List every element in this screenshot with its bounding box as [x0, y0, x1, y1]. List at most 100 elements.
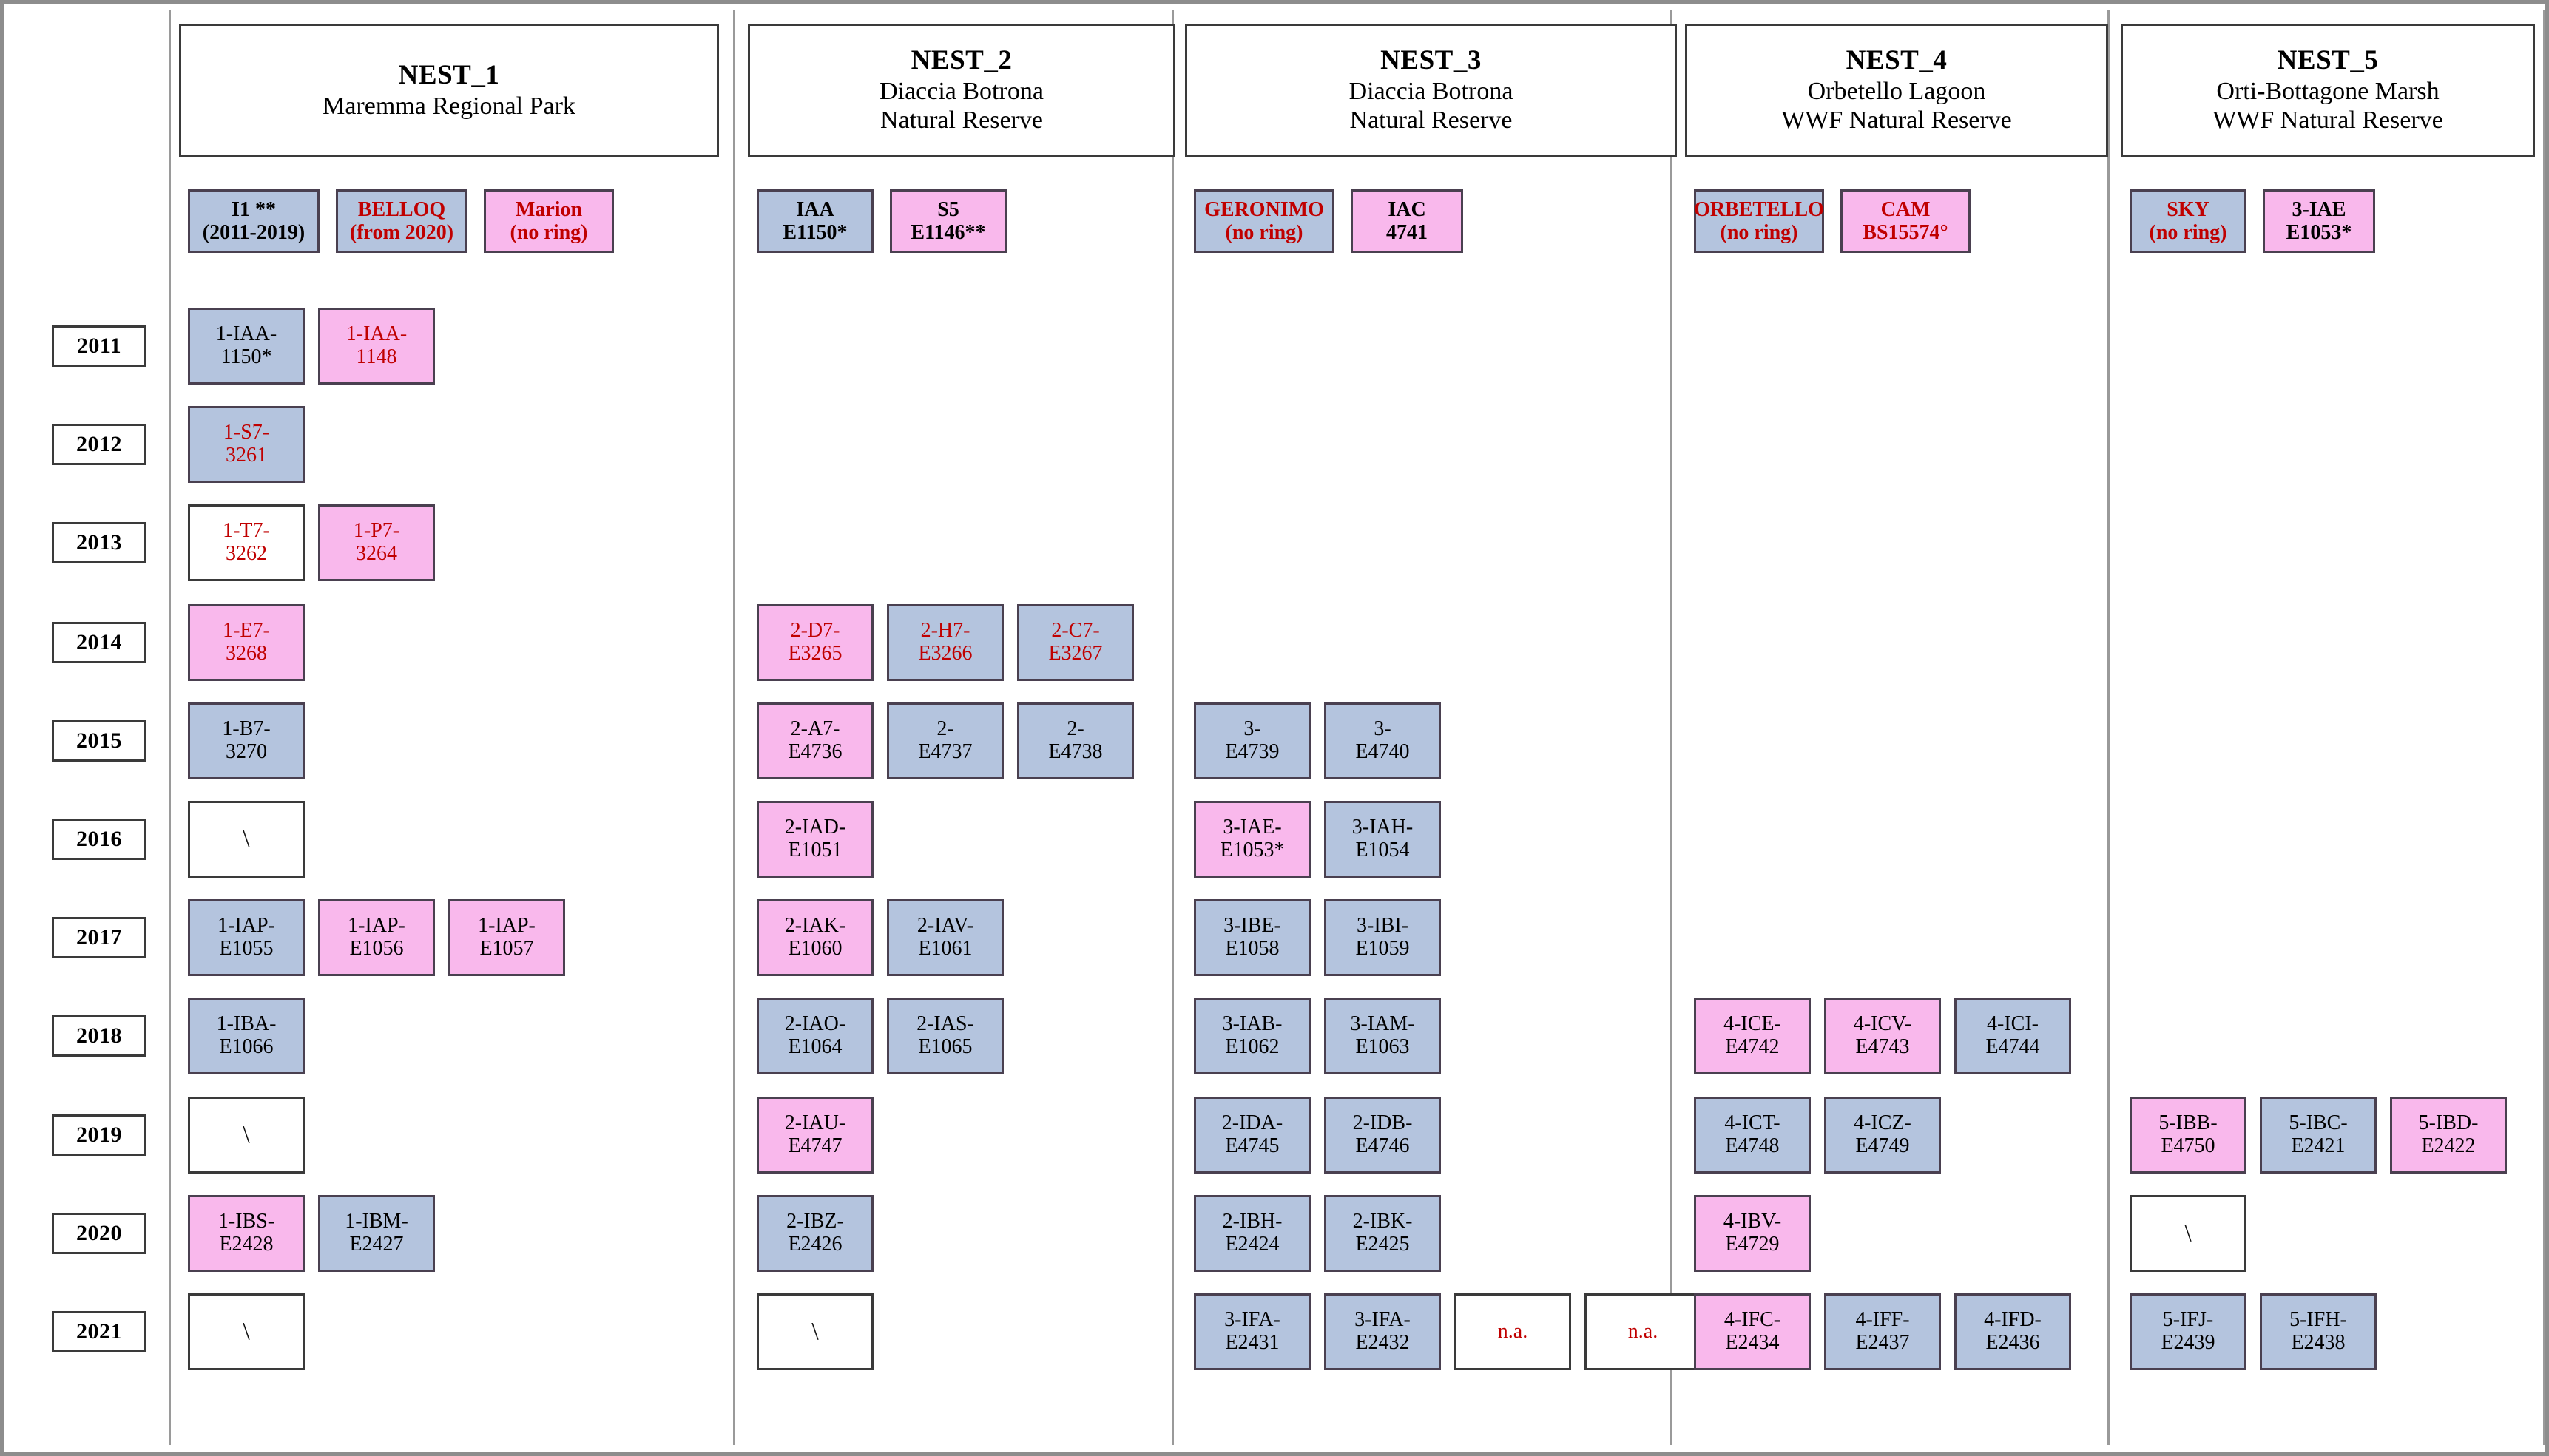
- chick-code-line1: 1-IBS-: [217, 1210, 275, 1233]
- chick-code-line1: 4-IBV-: [1723, 1210, 1782, 1233]
- nest-subtitle-line: Orbetello Lagoon: [1807, 78, 1986, 106]
- parent-name: IAC: [1388, 197, 1426, 221]
- chick-cell: 3-IBE-E1058: [1194, 899, 1311, 976]
- chick-code-line2: E2434: [1725, 1331, 1780, 1354]
- chick-cell: n.a.: [1454, 1293, 1571, 1370]
- column-divider-3: [1670, 10, 1672, 1445]
- column-divider-5: [2543, 10, 2545, 1445]
- year-label-2014: 2014: [52, 622, 146, 663]
- chick-cell: 2-D7-E3265: [757, 604, 874, 681]
- chick-code-line1: 2-IDB-: [1352, 1111, 1413, 1135]
- chick-cell: 3-IAM-E1063: [1324, 998, 1441, 1074]
- chick-cell: 3-IAB-E1062: [1194, 998, 1311, 1074]
- chick-cell: 1-IAA-1150*: [188, 308, 305, 385]
- chick-code-line1: 2-IBZ-: [786, 1210, 844, 1233]
- chick-code-line2: E1055: [219, 937, 274, 960]
- chick-code-line1: 2-IAD-: [784, 816, 846, 839]
- chick-code-line2: E4745: [1225, 1134, 1280, 1157]
- chick-cell: 2-IAO-E1064: [757, 998, 874, 1074]
- chick-code-line1: 1-T7-: [223, 519, 270, 543]
- year-label-2011: 2011: [52, 325, 146, 367]
- chick-cell: 2-A7-E4736: [757, 702, 874, 779]
- year-label-2016: 2016: [52, 819, 146, 860]
- chick-code-line1: 3-IBI-: [1357, 914, 1408, 938]
- chick-cell: 2-IBK-E2425: [1324, 1195, 1441, 1272]
- chick-code-line2: E1064: [788, 1035, 843, 1058]
- parent-name: I1 **: [232, 197, 276, 221]
- column-divider-2: [1172, 10, 1174, 1445]
- empty-cell-slash: \: [2130, 1195, 2246, 1272]
- nest-subtitle-line: Natural Reserve: [1349, 106, 1513, 135]
- chick-code-line2: E3265: [788, 642, 843, 665]
- parent-ring: (no ring): [2149, 221, 2227, 244]
- chick-cell: 2-IAU-E4747: [757, 1097, 874, 1174]
- chick-code-line2: E1062: [1225, 1035, 1280, 1058]
- chick-cell: 5-IFJ-E2439: [2130, 1293, 2246, 1370]
- chick-code-line1: 5-IBB-: [2158, 1111, 2218, 1135]
- chick-code-line1: 2-IAK-: [784, 914, 846, 938]
- chick-code-line1: 2-: [1067, 717, 1084, 741]
- chick-cell: 1-IBA-E1066: [188, 998, 305, 1074]
- chick-code-line2: E1065: [918, 1035, 973, 1058]
- empty-cell-slash: \: [188, 1097, 305, 1174]
- chick-code-line1: 1-S7-: [223, 421, 270, 444]
- chick-code-line2: E4750: [2161, 1134, 2215, 1157]
- chick-code-line2: E4739: [1225, 740, 1280, 763]
- chick-code-line2: E2436: [1985, 1331, 2040, 1354]
- chick-code-line1: 3-IAM-: [1350, 1012, 1415, 1036]
- chick-cell: 2-IDB-E4746: [1324, 1097, 1441, 1174]
- chick-code-line1: 3-IAE-: [1223, 816, 1282, 839]
- parent-name: ORBETELLO: [1694, 197, 1824, 221]
- chick-cell: 5-IBC-E2421: [2260, 1097, 2377, 1174]
- chick-cell: 4-ICZ-E4749: [1824, 1097, 1941, 1174]
- chick-code-line1: \: [2184, 1219, 2192, 1247]
- chick-code-line1: 2-H7-: [920, 619, 970, 643]
- chick-cell: 5-IFH-E2438: [2260, 1293, 2377, 1370]
- chick-cell: 3-IFA-E2431: [1194, 1293, 1311, 1370]
- chick-cell: 1-IBS-E2428: [188, 1195, 305, 1272]
- parent-ring: 4741: [1386, 221, 1428, 244]
- parent-ring: (from 2020): [349, 221, 454, 244]
- chick-code-line1: 2-IAU-: [784, 1111, 846, 1135]
- chick-code-line1: 2-D7-: [790, 619, 840, 643]
- chick-code-line1: \: [811, 1318, 819, 1346]
- chick-code-line2: E4729: [1725, 1233, 1780, 1256]
- chick-cell: 3-IBI-E1059: [1324, 899, 1441, 976]
- nest-subtitle-line: WWF Natural Reserve: [2212, 106, 2443, 135]
- chick-code-line1: 5-IFH-: [2289, 1308, 2347, 1332]
- chick-code-line1: \: [243, 1121, 250, 1149]
- year-label-2017: 2017: [52, 917, 146, 958]
- chick-code-line2: E1051: [788, 839, 843, 861]
- chick-code-line1: 4-ICT-: [1724, 1111, 1780, 1135]
- chick-code-line1: 1-IBA-: [216, 1012, 277, 1036]
- chick-code-line2: E1054: [1355, 839, 1410, 861]
- column-divider-4: [2107, 10, 2110, 1445]
- parent-name: GERONIMO: [1204, 197, 1324, 221]
- chick-code-line1: 4-ICI-: [1987, 1012, 2039, 1036]
- chick-cell: 2-E4737: [887, 702, 1004, 779]
- chick-cell: 2-IAK-E1060: [757, 899, 874, 976]
- parent-chip: BELLOQ(from 2020): [336, 189, 467, 253]
- chick-code-line2: E1053*: [1220, 839, 1285, 861]
- chick-cell: 1-IAP-E1057: [448, 899, 565, 976]
- chick-code-line1: 1-P7-: [353, 519, 400, 543]
- chick-code-line2: E4738: [1048, 740, 1103, 763]
- chick-code-line1: 2-A7-: [790, 717, 840, 741]
- chick-code-line2: E1061: [918, 937, 973, 960]
- chick-code-line1: 4-ICZ-: [1854, 1111, 1911, 1135]
- chick-code-line2: E1063: [1355, 1035, 1410, 1058]
- chick-cell: 3-IAE-E1053*: [1194, 801, 1311, 878]
- chick-cell: 4-IBV-E4729: [1694, 1195, 1811, 1272]
- chick-code-line2: E4744: [1985, 1035, 2040, 1058]
- chick-cell: 1-E7-3268: [188, 604, 305, 681]
- parent-name: Marion: [515, 197, 583, 221]
- chick-code-line2: E4748: [1725, 1134, 1780, 1157]
- chick-code-line2: E3266: [918, 642, 973, 665]
- parent-chip: I1 **(2011-2019): [188, 189, 320, 253]
- chick-code-line2: E2424: [1225, 1233, 1280, 1256]
- year-label-2013: 2013: [52, 522, 146, 563]
